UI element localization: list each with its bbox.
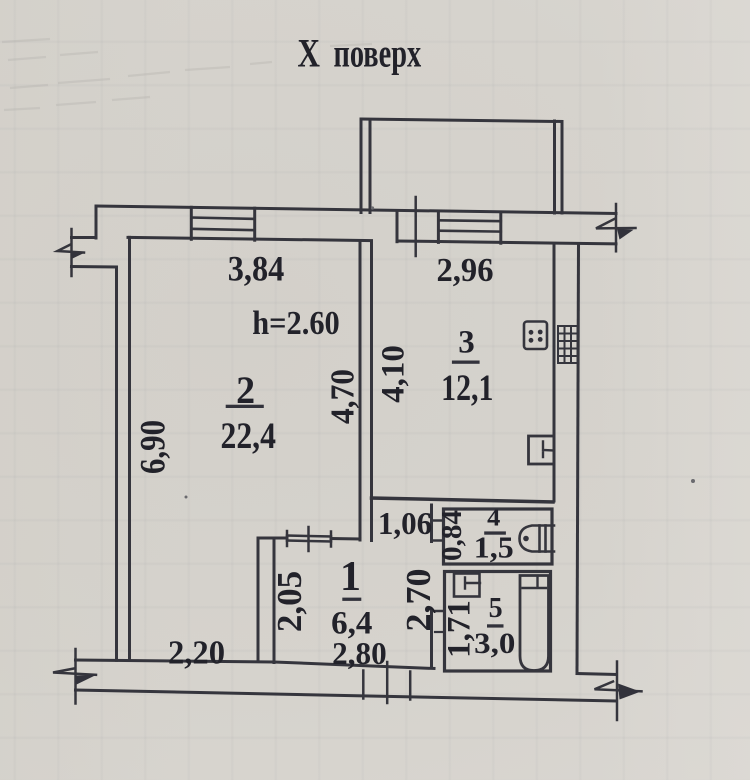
svg-text:2: 2: [236, 369, 255, 412]
svg-text:6,90: 6,90: [134, 420, 173, 474]
svg-text:2,20: 2,20: [168, 635, 225, 671]
svg-text:4: 4: [487, 505, 501, 531]
svg-text:3,84: 3,84: [228, 250, 285, 289]
svg-text:поверх: поверх: [334, 32, 422, 76]
svg-text:2,80: 2,80: [332, 636, 386, 671]
svg-text:0,84: 0,84: [438, 510, 468, 561]
svg-text:22,4: 22,4: [220, 416, 275, 457]
svg-text:4,10: 4,10: [376, 345, 412, 403]
svg-text:h=2.60: h=2.60: [252, 303, 339, 341]
svg-text:2,70: 2,70: [399, 568, 438, 631]
svg-text:3,0: 3,0: [474, 626, 515, 659]
svg-text:4,70: 4,70: [324, 369, 361, 424]
svg-text:1: 1: [340, 554, 361, 600]
svg-text:12,1: 12,1: [441, 368, 493, 409]
svg-text:2,05: 2,05: [270, 571, 309, 632]
svg-text:6,4: 6,4: [331, 606, 372, 642]
svg-text:Х: Х: [298, 31, 321, 76]
svg-text:1,06: 1,06: [378, 506, 432, 542]
svg-text:1,71: 1,71: [442, 600, 478, 658]
svg-text:3: 3: [458, 324, 475, 360]
svg-text:1,5: 1,5: [474, 530, 514, 564]
svg-text:5: 5: [489, 593, 503, 624]
svg-text:2,96: 2,96: [437, 251, 494, 289]
